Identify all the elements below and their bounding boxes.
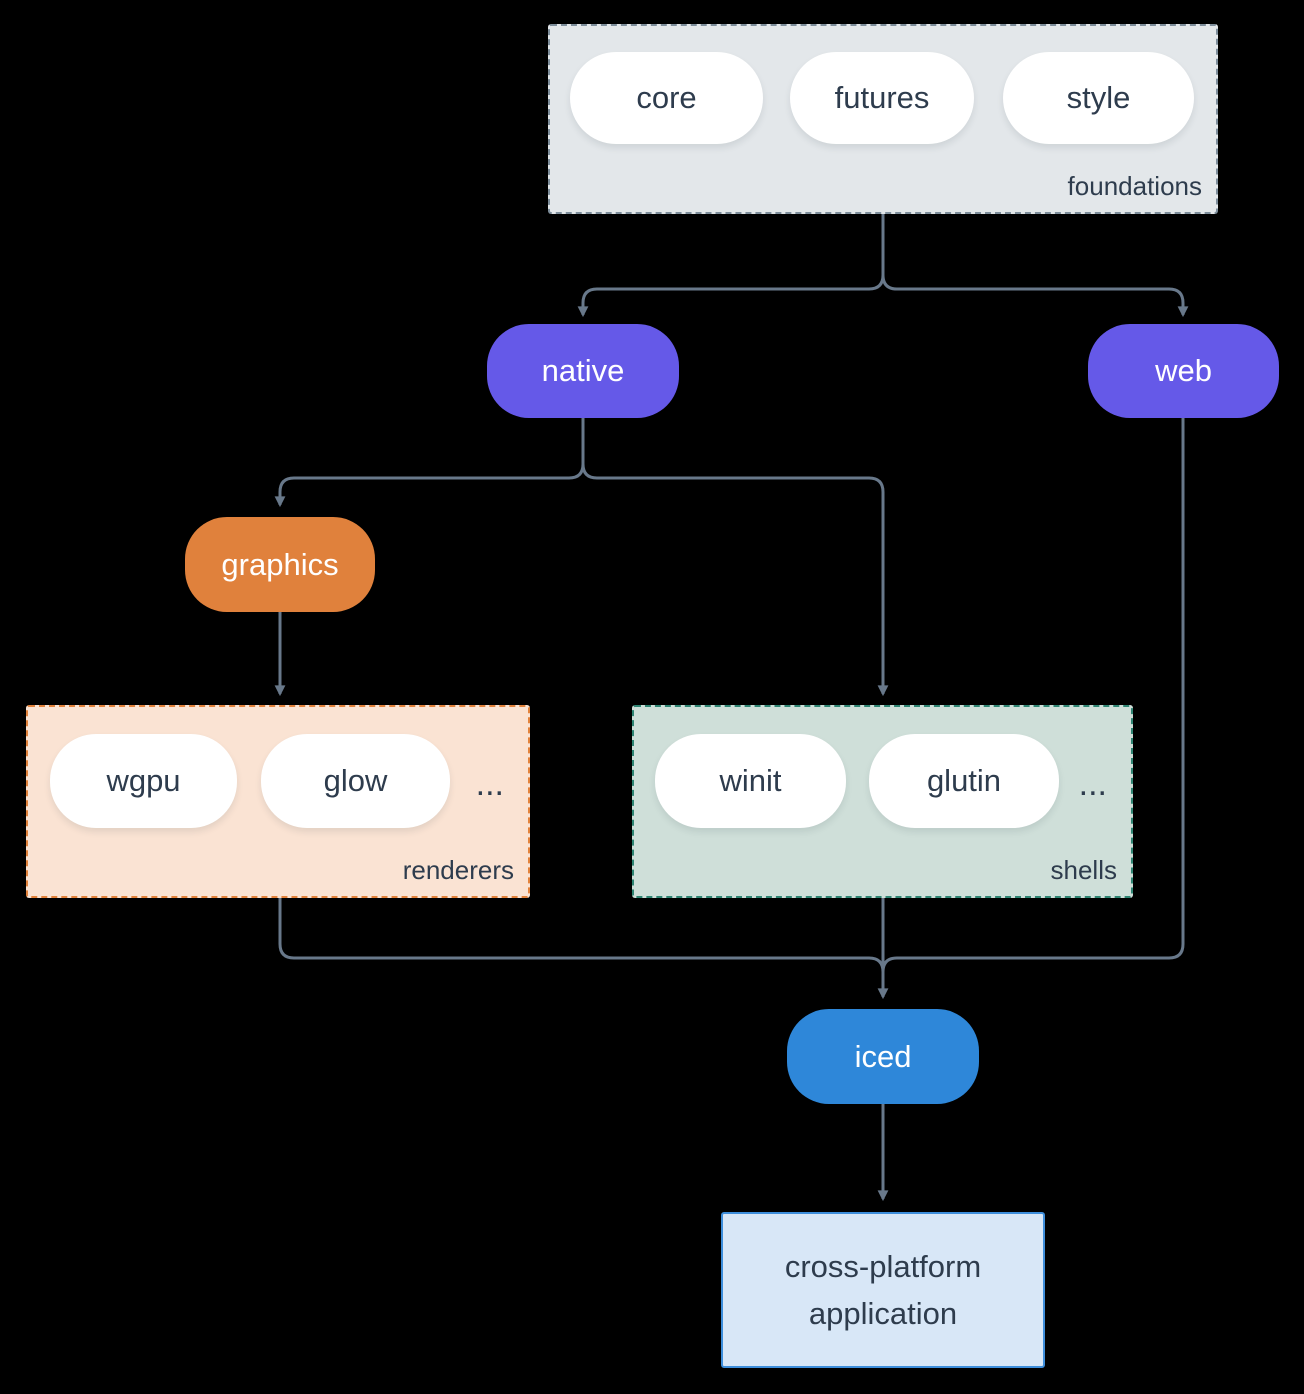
node-style: style [1003,52,1194,144]
node-winit: winit [655,734,846,828]
node-web: web [1088,324,1279,418]
group-shells-label: shells [1050,855,1117,885]
node-native: native [487,324,679,418]
edge-renderers-to-merge [278,898,885,973]
edge-foundations-to-web [881,274,1189,318]
node-iced: iced [787,1009,979,1104]
group-shells: winit glutin ... shells [632,705,1133,898]
edge-foundations-to-native [577,214,885,318]
group-renderers-label: renderers [402,855,514,885]
node-futures: futures [790,52,974,144]
node-glutin: glutin [869,734,1059,828]
edge-native-to-shells [581,463,889,697]
group-foundations-label: foundations [1067,171,1202,201]
node-application: cross-platform application [721,1212,1045,1368]
node-application-line2: application [808,1296,958,1331]
edge-web-to-merge [881,418,1185,973]
edge-native-to-graphics [274,418,585,508]
node-graphics: graphics [185,517,375,612]
group-renderers: wgpu glow ... renderers [26,705,530,898]
node-glow: glow [261,734,450,828]
group-foundations: core futures style foundations [548,24,1218,214]
node-application-line1: cross-platform [784,1249,982,1284]
shells-ellipsis: ... [1078,765,1107,803]
node-wgpu: wgpu [50,734,237,828]
renderers-ellipsis: ... [475,765,504,803]
node-core: core [570,52,763,144]
